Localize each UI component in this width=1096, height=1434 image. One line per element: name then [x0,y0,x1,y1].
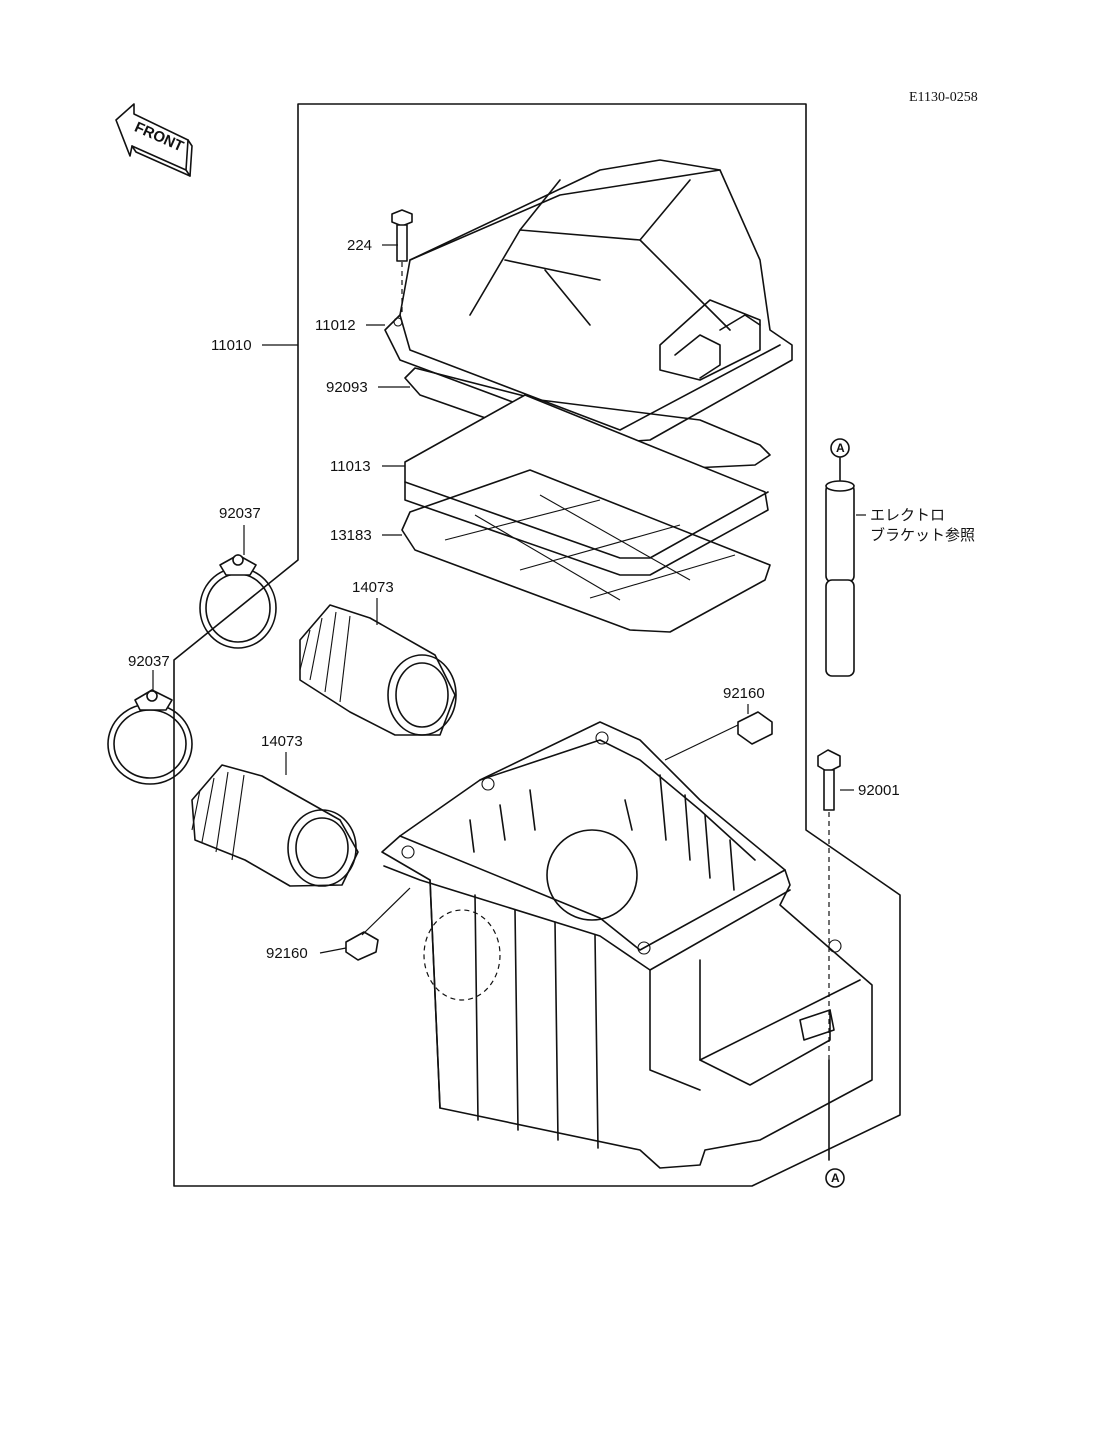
note-line-1: エレクトロ [870,506,945,524]
callout-92093: 92093 [326,379,368,396]
callout-13183: 13183 [330,527,372,544]
clip-92160-lower [345,931,379,961]
callout-11010: 11010 [211,337,252,354]
bolt-224 [391,209,413,315]
front-arrow-icon: FRONT [115,103,193,177]
filter-element [404,394,769,576]
callout-92037-lower: 92037 [128,653,170,670]
hose-clamp-upper [199,554,277,649]
callout-92037-upper: 92037 [219,505,261,522]
filter-screen [401,469,771,633]
clip-92160-upper [737,711,773,745]
callout-11013: 11013 [330,458,371,475]
leader-lines [152,244,866,954]
reference-a-top: A [836,441,845,455]
note-line-2: ブラケット参照 [870,526,975,544]
callout-11012: 11012 [315,317,356,334]
reference-a-bottom: A [831,1171,840,1185]
callout-224: 224 [347,237,372,254]
hose-clamp-lower [107,689,193,785]
callout-92160-upper: 92160 [723,685,765,702]
breather-tube [825,438,855,677]
callout-92160-lower: 92160 [266,945,308,962]
air-cleaner-cover [384,159,793,443]
air-cleaner-housing [381,721,873,1169]
document-code: E1130-0258 [909,90,978,105]
bolt-92001 [817,749,845,1188]
callout-14073-lower: 14073 [261,733,303,750]
callout-14073-upper: 14073 [352,579,394,596]
intake-duct-lower [191,764,359,887]
intake-duct-upper [299,604,457,736]
assembly-boundary [173,103,901,1187]
callout-92001: 92001 [858,782,900,799]
